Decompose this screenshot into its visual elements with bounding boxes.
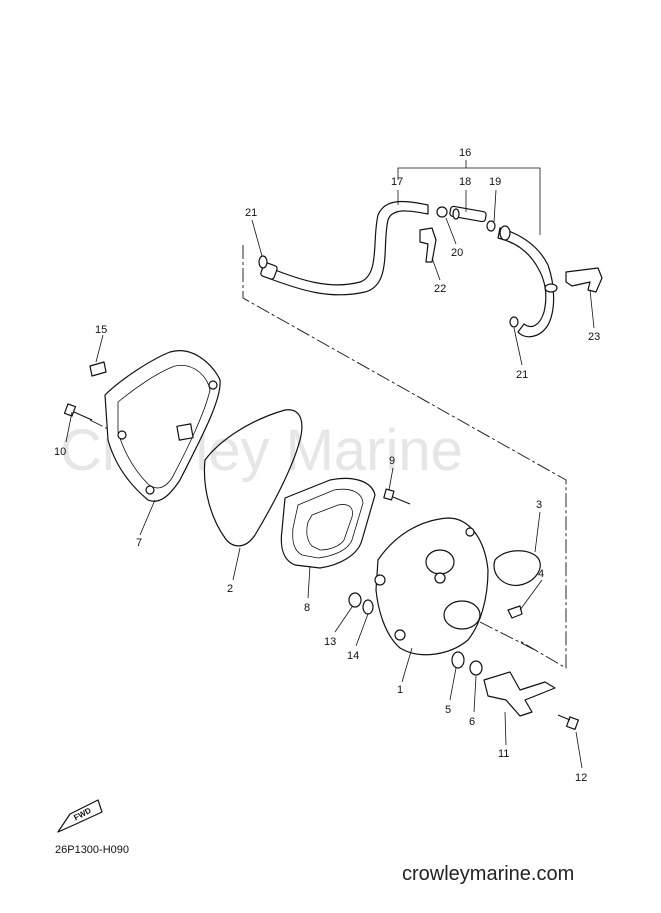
diagram-code: 26P1300-H090 [55, 844, 129, 856]
label-10: 10 [54, 446, 66, 458]
label-6: 6 [469, 716, 475, 728]
part-2-gasket [203, 409, 303, 547]
leader-lines [65, 189, 595, 769]
label-5: 5 [445, 704, 451, 716]
label-2: 2 [227, 583, 233, 595]
label-19: 19 [489, 176, 501, 188]
label-16: 16 [459, 147, 471, 159]
part-6-collar [469, 660, 483, 676]
part-15-tag [89, 361, 107, 377]
part-5-grommet [451, 651, 465, 669]
label-20: 20 [451, 247, 463, 259]
label-18: 18 [459, 176, 471, 188]
label-3: 3 [536, 499, 542, 511]
part-8-filter [280, 477, 376, 569]
label-9: 9 [389, 455, 395, 467]
label-21-bottom: 21 [516, 369, 528, 381]
part-labels: 15 10 7 2 8 13 14 1 5 6 11 12 9 3 4 16 1… [54, 147, 600, 784]
part-9-bolt [383, 488, 411, 505]
label-15: 15 [95, 324, 107, 336]
part-4-clip [507, 605, 523, 619]
assembly-boundary [89, 245, 567, 669]
label-8: 8 [304, 602, 310, 614]
part-10-bolt [63, 403, 93, 421]
part-11-bracket [483, 671, 556, 717]
label-17: 17 [391, 176, 403, 188]
label-12: 12 [575, 772, 587, 784]
fwd-arrow-icon: FWD [57, 799, 103, 833]
label-4: 4 [538, 568, 544, 580]
part-12-bolt [557, 714, 580, 731]
label-23: 23 [588, 331, 600, 343]
part-7-cover [104, 350, 221, 502]
label-1: 1 [397, 684, 403, 696]
label-22: 22 [434, 283, 446, 295]
label-7: 7 [136, 537, 142, 549]
label-21-top: 21 [245, 207, 257, 219]
label-13: 13 [324, 636, 336, 648]
label-11: 11 [498, 748, 509, 760]
part-1-case [374, 517, 489, 656]
part-3-gasket [493, 550, 541, 587]
part-13-nut [348, 592, 362, 608]
label-14: 14 [347, 650, 359, 662]
site-url: crowleymarine.com [402, 863, 574, 885]
hose-assembly [258, 160, 603, 338]
part-14-washer [362, 599, 374, 615]
